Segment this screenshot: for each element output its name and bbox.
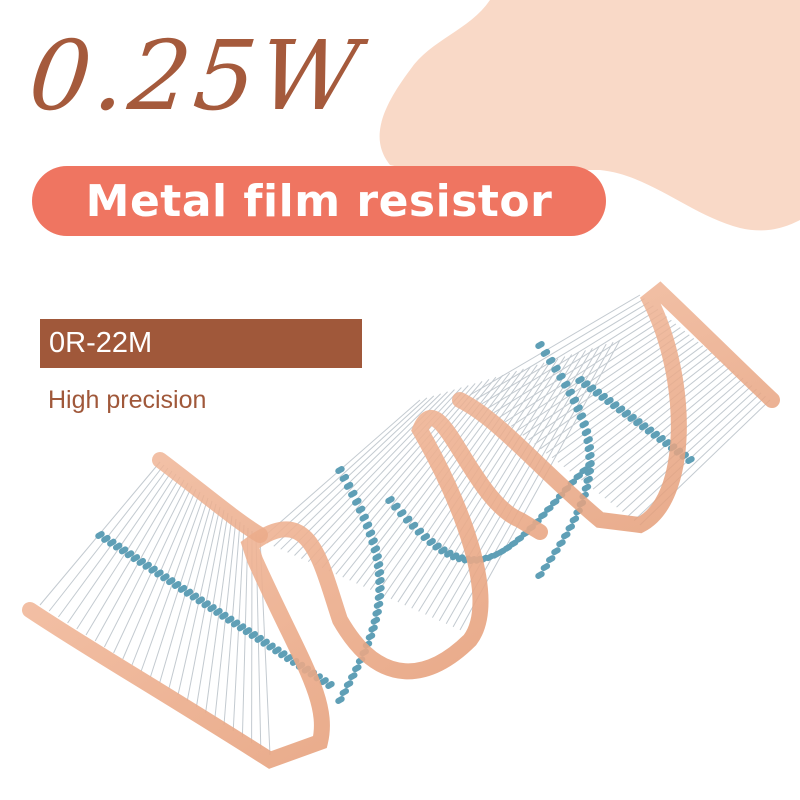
- resistance-range-bar: 0R-22M: [40, 319, 362, 368]
- resistance-range: 0R-22M: [49, 327, 153, 359]
- resistor-bodies: [95, 341, 695, 704]
- feature-text: High precision: [48, 386, 207, 414]
- tape-lower: [22, 410, 548, 769]
- product-banner: Metal film resistor: [32, 166, 606, 236]
- product-banner-label: Metal film resistor: [85, 175, 553, 227]
- tape-upper: [152, 281, 780, 543]
